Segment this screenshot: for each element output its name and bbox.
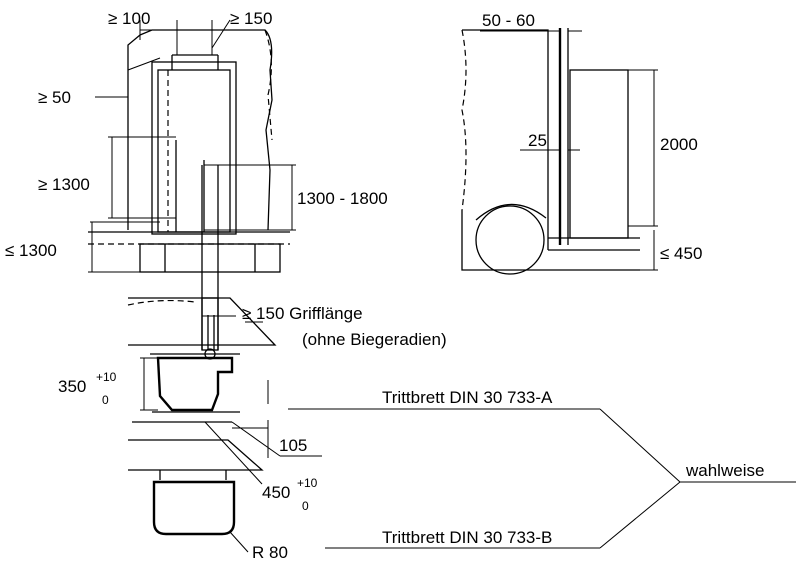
wheel (475, 205, 545, 275)
label-dim-2000: 2000 (660, 135, 698, 154)
step-detail-view: ≥ 150 Grifflänge (ohne Biegeradien) 350 … (58, 297, 796, 562)
label-range-50-60: 50 - 60 (482, 11, 535, 30)
label-height-max-450: ≤ 450 (660, 244, 702, 263)
label-gap-min-150: ≥ 150 (230, 9, 272, 28)
label-grip-length: ≥ 150 Grifflänge (242, 304, 363, 323)
label-tol-350-upper: +10 (96, 370, 117, 384)
step-a-profile (156, 356, 234, 412)
label-dim-450: 450 (262, 483, 290, 502)
label-dim-350: 350 (58, 377, 86, 396)
label-range-1300-1800: 1300 - 1800 (297, 189, 388, 208)
label-height-max-1300: ≤ 1300 (5, 241, 57, 260)
label-step-a: Trittbrett DIN 30 733-A (382, 388, 553, 407)
label-tol-450-lower: 0 (302, 499, 309, 513)
label-height-min-1300: ≥ 1300 (38, 175, 90, 194)
ladder-hatched-area (157, 69, 231, 233)
label-dim-25: 25 (528, 131, 547, 150)
label-step-b: Trittbrett DIN 30 733-B (382, 528, 552, 547)
front-view: ≥ 100 ≥ 150 ≥ 50 ≥ 1300 ≤ 1300 1300 - 18… (5, 9, 388, 350)
label-radius-80: R 80 (252, 543, 288, 562)
ladder-side-hatched (569, 69, 629, 239)
label-tol-350-lower: 0 (102, 393, 109, 407)
label-gap-min-50: ≥ 50 (38, 88, 71, 107)
label-gap-min-100: ≥ 100 (108, 9, 150, 28)
step-b-profile (152, 480, 236, 536)
label-tol-450-upper: +10 (297, 476, 318, 490)
side-view: 50 - 60 25 2000 ≤ 450 (461, 11, 702, 275)
label-dim-105: 105 (279, 436, 307, 455)
label-alternative: wahlweise (685, 461, 764, 480)
label-no-bend-radii: (ohne Biegeradien) (302, 330, 447, 349)
